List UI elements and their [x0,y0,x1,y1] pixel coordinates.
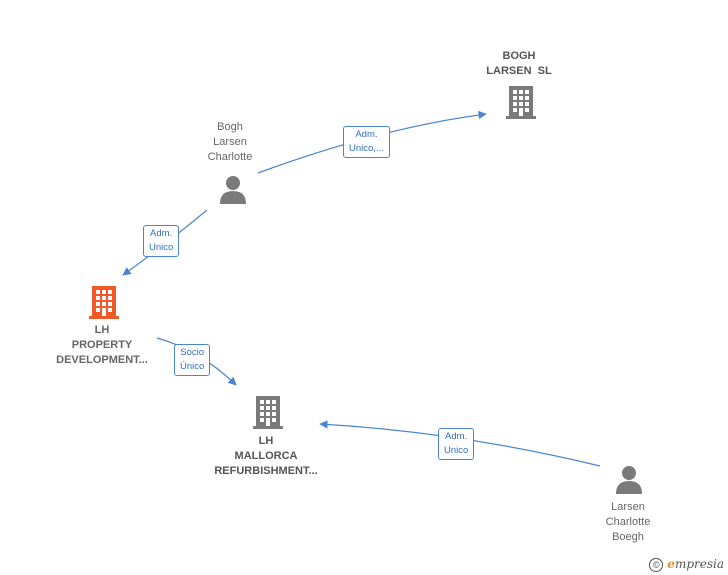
edge-label-adm-unico[interactable]: Adm. Unico [438,428,475,460]
brand-watermark: ©empresia [649,557,724,572]
node-label-line: Larsen [213,136,247,148]
edge-label-line: Unico,... [349,143,384,154]
edge-label-socio-unico[interactable]: Socio Único [174,344,211,376]
node-label-line: LH [258,435,274,447]
node-label-line: Boegh [612,531,644,543]
node-label-bogh-larsen-charlotte[interactable]: Bogh Larsen Charlotte [190,120,270,165]
node-label-bogh-larsen-sl[interactable]: BOGH LARSEN SL [470,49,568,79]
brand-initial: e [667,557,675,572]
brand-name: mpresia [674,557,724,572]
node-label-line: Larsen [611,501,645,513]
edge-label-line: Unico [149,242,174,253]
edge-label-line: Único [180,361,205,372]
node-label-line: LARSEN SL [486,65,552,77]
node-label-line: DEVELOPMENT... [56,354,148,366]
person-icon[interactable] [218,174,248,204]
node-label-line: Charlotte [207,151,253,163]
node-label-line: Charlotte [605,516,651,528]
node-label-line: LH [94,324,110,336]
node-label-line: PROPERTY [71,339,133,351]
node-label-larsen-charlotte-boegh[interactable]: Larsen Charlotte Boegh [588,500,668,545]
copyright-icon: © [649,558,664,572]
edge-label-line: Adm. [445,431,468,442]
edge-label-line: Adm. [355,129,378,140]
edge-label-line: Unico [444,445,469,456]
node-label-line: BOGH [502,50,536,62]
node-label-lh-mallorca[interactable]: LH MALLORCA REFURBISHMENT... [200,434,332,479]
node-label-line: REFURBISHMENT... [214,465,318,477]
person-icon[interactable] [614,464,644,494]
edge-label-adm-unico[interactable]: Adm. Unico,... [343,126,390,158]
building-icon[interactable] [505,84,537,120]
edge-label-line: Adm. [150,228,173,239]
node-label-line: Bogh [217,121,243,133]
edge-label-adm-unico[interactable]: Adm. Unico [143,225,180,257]
node-label-line: MALLORCA [234,450,298,462]
edge-label-line: Socio [180,347,205,358]
building-icon-highlight[interactable] [88,284,120,320]
building-icon[interactable] [252,394,284,430]
node-label-lh-property[interactable]: LH PROPERTY DEVELOPMENT... [36,323,168,368]
